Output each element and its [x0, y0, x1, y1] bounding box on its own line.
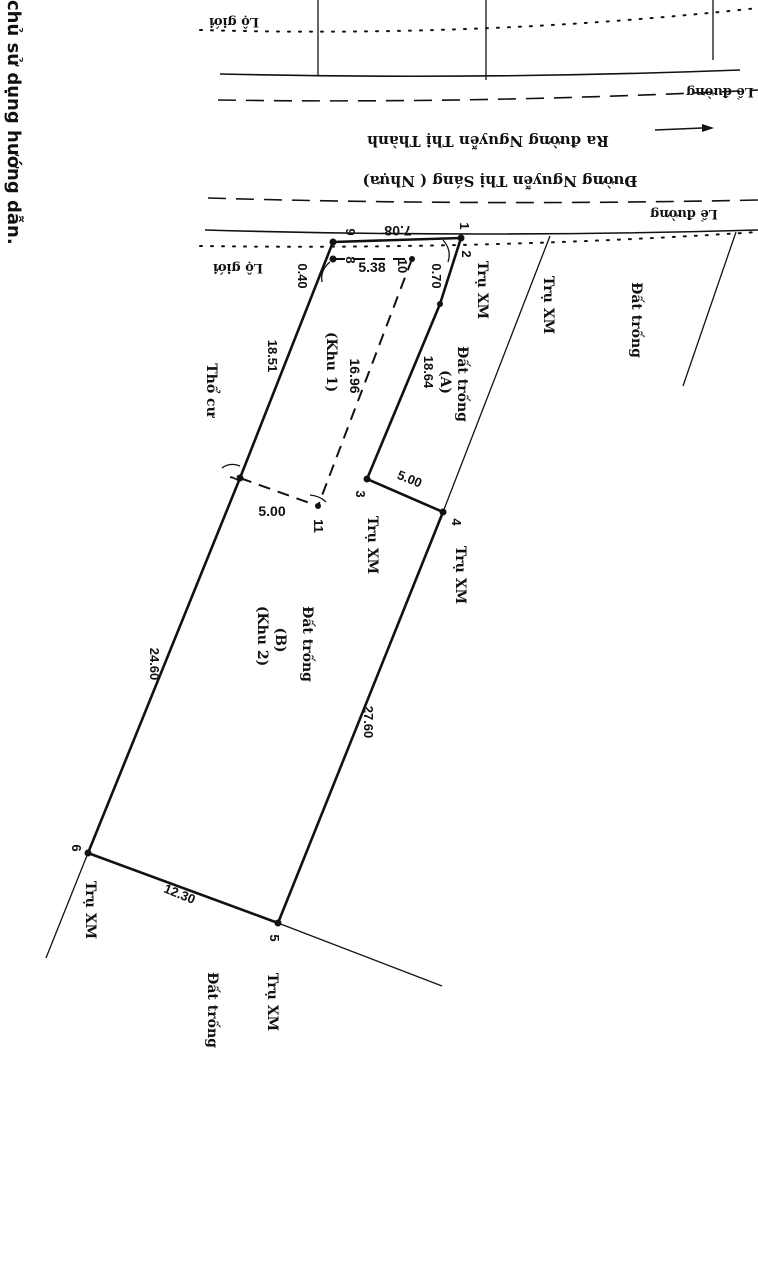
dim-9-8: 0.40 [295, 263, 310, 288]
marker-p5-label: Trụ XM [264, 973, 280, 1031]
marker-p3-label: Trụ XM [364, 516, 380, 574]
dim-7-6: 24.60 [147, 648, 162, 681]
neighbor-boundaries [45, 231, 737, 987]
guidance-note: chủ sử dụng hướng dẫn. [3, 0, 25, 245]
dim-10-11: 16.96 [347, 358, 363, 393]
point-10: 10 [395, 259, 410, 273]
point-11: 11 [311, 519, 326, 533]
curb-label-bottom: Lề đường [650, 206, 718, 222]
lot-dashed-lines [239, 258, 413, 507]
dim-4-5: 27.60 [361, 706, 376, 739]
neighbor-bottom-label: Đất trống [204, 972, 222, 1048]
corner-arcs [221, 239, 450, 503]
dim-1-2: 0.70 [429, 263, 444, 288]
road-direction-label: Ra đường Nguyễn Thị Thành [367, 132, 609, 150]
neighbor-right-top-label: Đất trống [628, 282, 646, 358]
parcel-a-id: (A) [437, 370, 453, 394]
point-3: 3 [353, 490, 368, 497]
point-2: 2 [459, 250, 474, 257]
neighbor-left-label: Thổ cư [203, 363, 221, 418]
marker-p2-label: Trụ XM [474, 261, 490, 319]
curb-label-top: Lề đường [686, 84, 754, 100]
dim-6-5: 12.30 [162, 881, 198, 907]
right-of-way-label-top: Lộ giới [209, 14, 259, 29]
parcel-vertices [84, 234, 465, 927]
point-5: 5 [267, 934, 282, 941]
parcel-a-land-use: Đất trống [454, 346, 472, 422]
dim-1-9: 7.08 [384, 223, 411, 239]
road-direction-arrow [654, 124, 714, 132]
road-lines [199, 0, 758, 248]
lot1-name: (Khu 1) [323, 332, 339, 392]
marker-p4-label: Trụ XM [452, 546, 468, 604]
marker-p6-label: Trụ XM [82, 881, 98, 939]
point-4: 4 [449, 518, 464, 526]
point-7: 7 [227, 474, 242, 481]
parcel-b-lot-name: (Khu 2) [254, 606, 270, 666]
dim-2-3: 18.64 [421, 356, 436, 389]
parcel-outline [86, 236, 463, 925]
point-6: 6 [69, 844, 84, 851]
dim-8-10: 5.38 [358, 259, 385, 275]
road-name: Đường Nguyễn Thị Sáng ( Nhựa) [363, 172, 638, 190]
point-9: 9 [343, 228, 358, 235]
marker-right-label: Trụ XM [540, 276, 556, 334]
point-8: 8 [343, 256, 358, 263]
dim-8-7: 18.51 [265, 340, 280, 373]
point-1: 1 [457, 222, 472, 229]
parcel-b-land-use: Đất trống [299, 606, 317, 682]
dim-3-4: 5.00 [395, 467, 424, 490]
right-of-way-label: Lộ giới [213, 260, 263, 275]
parcel-b-id: (B) [272, 627, 288, 652]
dim-7-11: 5.00 [258, 503, 285, 519]
